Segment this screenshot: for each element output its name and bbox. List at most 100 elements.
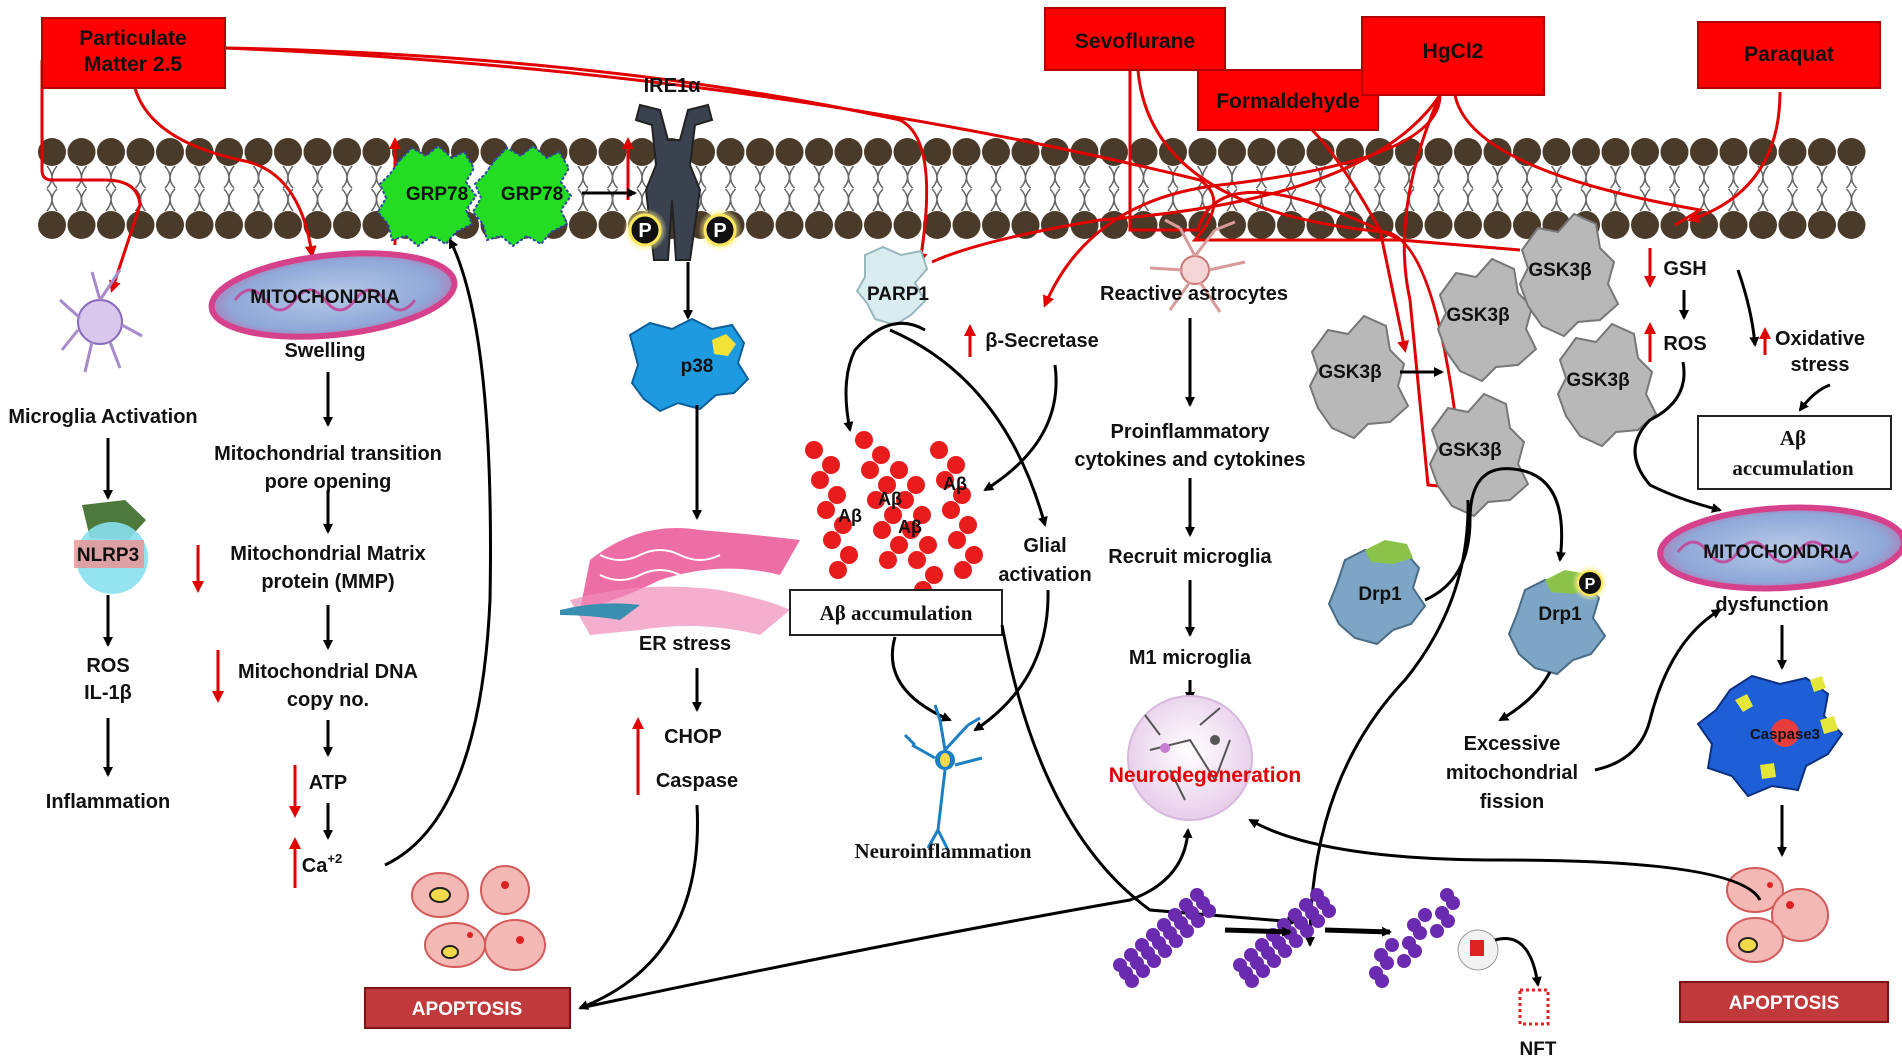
lipid-tail xyxy=(1108,165,1120,212)
lipid-tail xyxy=(1432,165,1445,212)
lipid-tail xyxy=(105,165,117,212)
abeta-label: Aβ xyxy=(878,489,902,509)
tau-bead xyxy=(1446,896,1460,910)
lipid-head-inner xyxy=(1601,211,1630,239)
ire1a-receptor: IRE1α P P xyxy=(622,75,742,261)
nft-icon: NFT xyxy=(1457,929,1557,1060)
abeta-monomer xyxy=(947,456,965,474)
lipid-tail xyxy=(1609,165,1622,212)
lipid-head-outer xyxy=(215,138,243,166)
ire1a-label: IRE1α xyxy=(644,75,701,97)
abeta-monomer xyxy=(930,441,948,459)
lipid-tail xyxy=(1226,165,1238,212)
lipid-tail xyxy=(1255,165,1268,212)
lipid-head-outer xyxy=(362,138,391,166)
mitochondria-icon-right: MITOCHONDRIA xyxy=(1657,504,1902,592)
neurodegeneration-label: Neurodegeneration xyxy=(1109,764,1302,787)
mitochondria-icon-left: MITOCHONDRIA xyxy=(208,250,458,340)
lipid-tail xyxy=(75,165,88,212)
lipid-head-inner xyxy=(1483,211,1512,239)
abeta-monomer xyxy=(811,471,829,489)
tau-bead xyxy=(1418,908,1432,922)
formaldehyde-label: Formaldehyde xyxy=(1216,90,1360,113)
lipid-head-inner xyxy=(1454,211,1482,239)
lipid-head-inner xyxy=(598,211,627,239)
lipid-head-outer xyxy=(156,138,184,166)
lipid-head-inner xyxy=(923,211,951,239)
lipid-head-outer xyxy=(716,138,745,166)
lipid-head-inner xyxy=(1306,211,1335,239)
lipid-tail xyxy=(577,165,589,212)
lipid-head-inner xyxy=(1719,211,1748,239)
lipid-head-inner xyxy=(38,211,66,239)
lipid-head-outer xyxy=(38,138,66,166)
abeta-monomer xyxy=(805,441,823,459)
lipid-tail xyxy=(990,165,1002,212)
gsk3b-protein xyxy=(1556,322,1658,448)
apoptosis-left-label: APOPTOSIS xyxy=(412,999,523,1020)
tau-bead xyxy=(1408,944,1422,958)
lipid-tail xyxy=(193,165,206,212)
lipid-head-inner xyxy=(893,211,922,239)
lipid-tail xyxy=(1786,165,1799,212)
lipid-head-inner xyxy=(303,211,332,239)
abeta-monomer xyxy=(890,461,908,479)
lipid-head-inner xyxy=(67,211,96,239)
drp1-left-icon: Drp1 xyxy=(1327,540,1427,646)
abeta-monomer xyxy=(953,486,971,504)
lipid-head-inner xyxy=(1336,211,1364,239)
il1b-label: IL-1β xyxy=(84,682,132,704)
er-icon xyxy=(560,528,800,635)
recruit-microglia-label: Recruit microglia xyxy=(1108,546,1272,568)
lipid-tail xyxy=(813,165,825,212)
lipid-tail xyxy=(1491,165,1504,212)
lipid-head-outer xyxy=(982,138,1010,166)
lipid-head-outer xyxy=(864,138,892,166)
lipid-tail xyxy=(1698,165,1710,212)
lipid-head-inner xyxy=(864,211,892,239)
lipid-head-outer xyxy=(1424,138,1453,166)
abeta-monomer xyxy=(828,486,846,504)
abeta-monomer xyxy=(873,521,891,539)
lipid-head-inner xyxy=(1070,211,1099,239)
lipid-head-outer xyxy=(333,138,361,166)
abeta-monomer xyxy=(879,551,897,569)
abeta-label: Aβ xyxy=(898,517,922,537)
formaldehyde-box: Formaldehyde xyxy=(1197,69,1379,131)
er-stress-label: ER stress xyxy=(639,633,731,655)
abeta-monomer xyxy=(872,446,890,464)
p38-icon: p38 xyxy=(628,317,750,413)
apoptosis-right-label: APOPTOSIS xyxy=(1729,993,1840,1014)
lipid-tail xyxy=(901,165,914,212)
microglia-activation-label: Microglia Activation xyxy=(8,406,197,428)
drp1-left-label: Drp1 xyxy=(1358,584,1402,605)
lipid-tail xyxy=(1167,165,1179,212)
abeta-monomer xyxy=(948,531,966,549)
swelling-label: Swelling xyxy=(284,340,365,362)
abeta-monomer xyxy=(817,501,835,519)
lipid-head-outer xyxy=(1454,138,1482,166)
lipid-tail xyxy=(252,165,265,212)
lipid-head-outer xyxy=(569,138,597,166)
lipid-head-inner xyxy=(185,211,214,239)
abeta-monomer xyxy=(855,431,873,449)
abeta-monomer xyxy=(936,471,954,489)
tau-bead xyxy=(1300,924,1314,938)
abeta-monomer xyxy=(840,546,858,564)
abeta-label: Aβ xyxy=(838,506,862,526)
lipid-head-outer xyxy=(274,138,302,166)
lipid-tail xyxy=(1727,165,1740,212)
lipid-tail xyxy=(695,165,707,212)
lipid-head-inner xyxy=(1041,211,1069,239)
hgcl2-label: HgCl2 xyxy=(1423,40,1484,63)
inflammation-label: Inflammation xyxy=(46,791,170,813)
lipid-tail xyxy=(164,165,176,212)
reactive-astrocytes-label: Reactive astrocytes xyxy=(1100,283,1288,305)
